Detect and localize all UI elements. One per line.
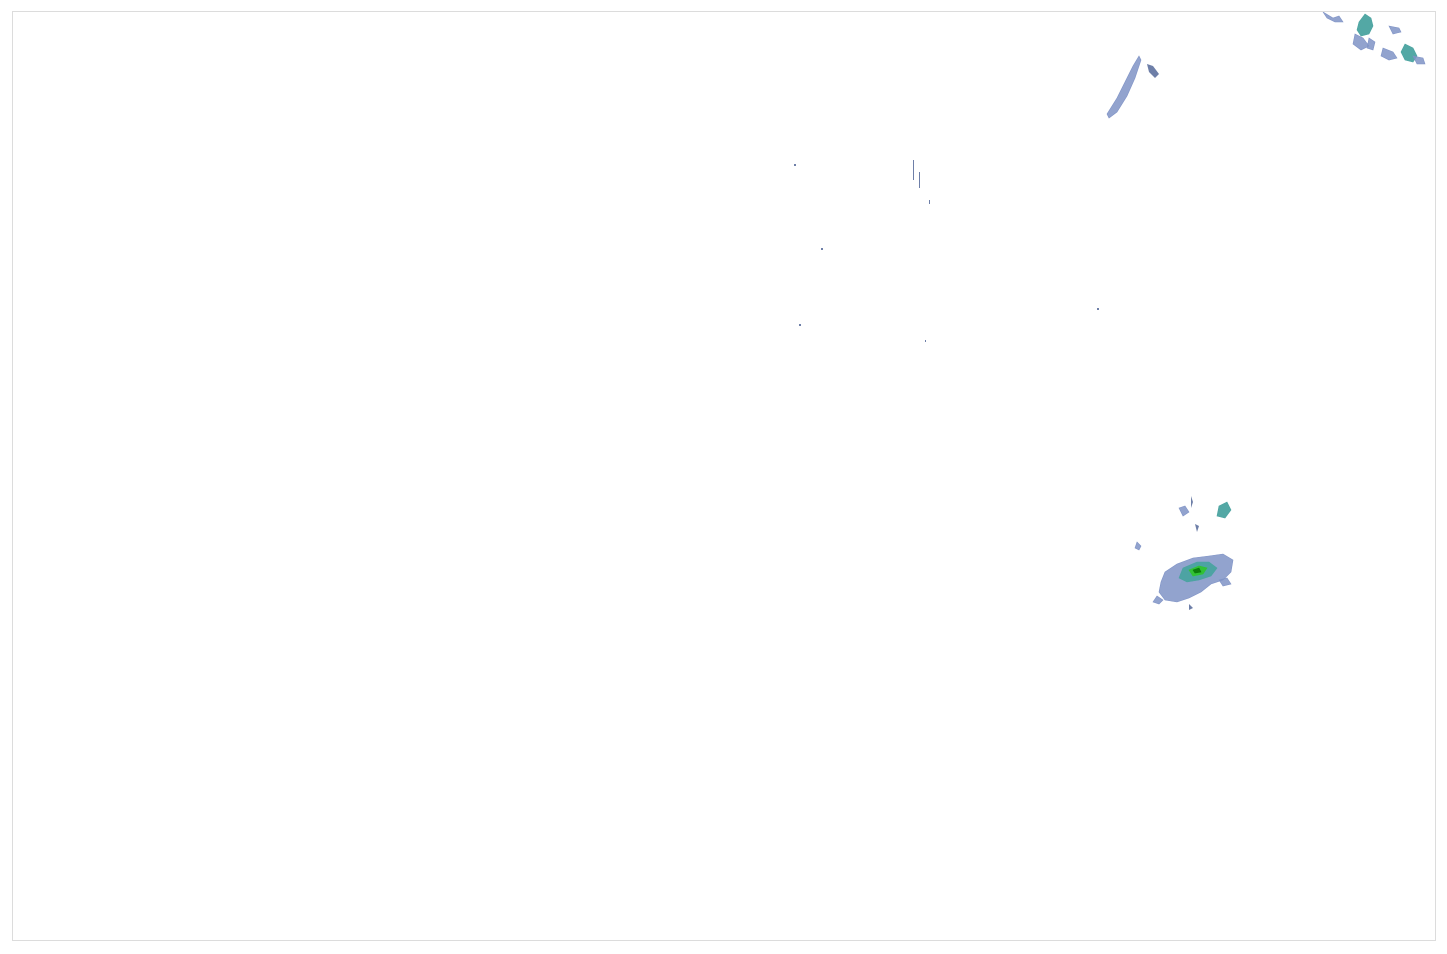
precip-specks-central xyxy=(794,160,1099,342)
precip-echo xyxy=(1380,47,1398,61)
precip-echo xyxy=(1322,12,1344,23)
precip-echo xyxy=(1134,541,1142,551)
precip-speck xyxy=(925,340,926,342)
precip-speck xyxy=(794,164,796,166)
precip-echo xyxy=(1388,25,1402,35)
precip-speck xyxy=(913,160,914,180)
precip-echo xyxy=(1218,577,1232,587)
precip-echo xyxy=(1191,496,1193,508)
precip-echo xyxy=(1189,604,1193,610)
precipitation-overlay xyxy=(794,12,1426,610)
precip-cluster-southeast xyxy=(1134,496,1234,610)
precip-echo xyxy=(1106,55,1142,119)
radar-map-frame xyxy=(12,11,1436,941)
precip-speck xyxy=(799,324,801,326)
precip-echo xyxy=(1152,595,1164,605)
precip-speck xyxy=(821,248,823,250)
precip-echo xyxy=(1356,13,1374,37)
precip-echo xyxy=(1178,505,1190,517)
precip-speck xyxy=(929,200,930,204)
precip-echo xyxy=(1400,43,1418,63)
precip-echo xyxy=(1412,55,1426,65)
precip-echo xyxy=(1216,501,1232,519)
precip-speck xyxy=(919,172,920,188)
precip-cluster-northeast xyxy=(1322,12,1426,65)
precip-echo xyxy=(1192,567,1202,574)
precip-band-north xyxy=(1106,55,1159,119)
precip-echo xyxy=(1352,33,1370,51)
precip-echo xyxy=(1366,37,1376,51)
precip-speck xyxy=(1097,308,1099,310)
precip-echo xyxy=(1195,524,1199,532)
precip-echo xyxy=(1147,64,1159,78)
